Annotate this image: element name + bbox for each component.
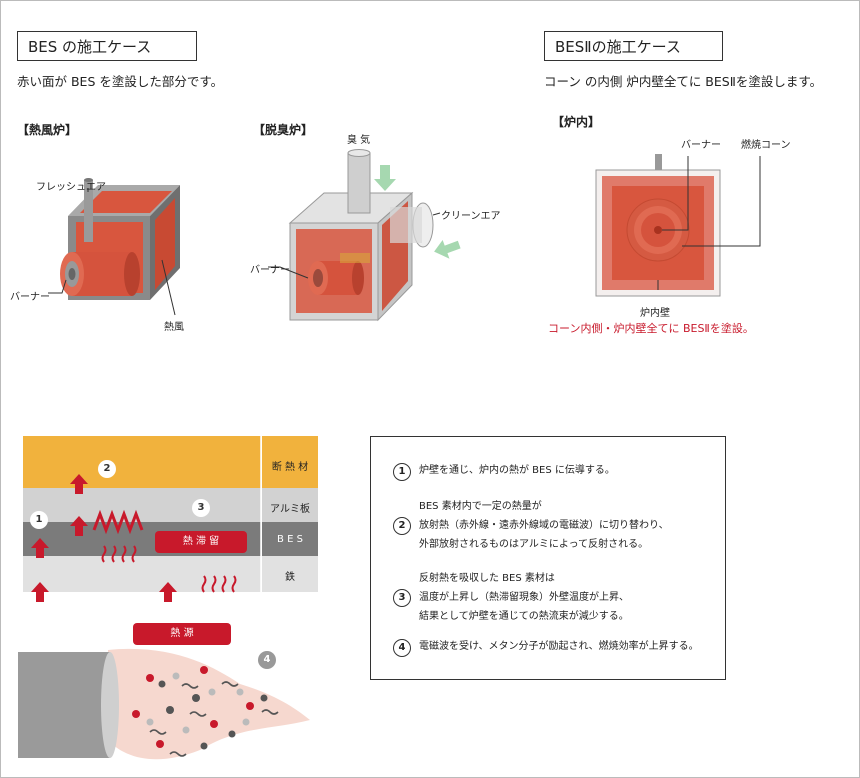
deodorizing-furnace-illustration — [268, 149, 461, 322]
marker-3: 3 — [192, 499, 210, 517]
burner-label: バーナー — [10, 292, 50, 303]
clean-air-label: クリーンエア — [441, 211, 501, 222]
explanation-box: 1 炉壁を通じ、炉内の熱が BES に伝導する。 2 BES 素材内で一定の熱量… — [370, 436, 726, 680]
note-2: BES 素材内で一定の熱量が 放射熱（赤外線・遠赤外線域の電磁波）に切り替わり、… — [419, 497, 669, 554]
note-1: 炉壁を通じ、炉内の熱が BES に伝導する。 — [419, 461, 615, 480]
note-4-number: 4 — [393, 639, 411, 657]
combustion-cone-label: 燃焼コーン — [741, 140, 791, 151]
hot-air-label: 熱風 — [164, 322, 184, 333]
interior-note: コーン内側・炉内壁全てに BESⅡを塗設。 — [548, 322, 754, 335]
note-4-line-1: 電磁波を受け、メタン分子が励起され、燃焼効率が上昇する。 — [419, 641, 699, 652]
note-3-number: 3 — [393, 589, 411, 607]
bes2-case-title: BESⅡの施工ケース — [544, 31, 723, 61]
odor-label: 臭 気 — [347, 135, 371, 146]
aluminum-label: アルミ板 — [270, 504, 310, 515]
deodorizing-furnace-heading: 【脱臭炉】 — [253, 123, 314, 137]
heat-source-pill: 熱 源 — [133, 623, 231, 645]
furnace-interior-heading: 【炉内】 — [552, 115, 601, 129]
note-2-line-1: BES 素材内で一定の熱量が — [419, 501, 542, 512]
note-3: 反射熱を吸収した BES 素材は 温度が上昇し（熱滞留現象）外壁温度が上昇、 結… — [419, 569, 629, 626]
note-4: 電磁波を受け、メタン分子が励起され、燃焼効率が上昇する。 — [419, 637, 699, 656]
bes2-case-subtitle: コーン の内側 炉内壁全てに BESⅡを塗設します。 — [544, 74, 823, 89]
note-2-number: 2 — [393, 517, 411, 535]
note-3-line-3: 結果として炉壁を通じての熱流束が減少する。 — [419, 611, 629, 622]
note-1-line-1: 炉壁を通じ、炉内の熱が BES に伝導する。 — [419, 465, 615, 476]
hot-air-furnace-illustration — [48, 178, 180, 316]
iron-label: 鉄 — [285, 572, 295, 583]
insulation-label: 断 熱 材 — [271, 462, 309, 473]
bes-case-subtitle: 赤い面が BES を塗設した部分です。 — [17, 74, 224, 89]
heat-retention-pill: 熱 滞 留 — [155, 531, 247, 553]
note-3-line-2: 温度が上昇し（熱滞留現象）外壁温度が上昇、 — [419, 592, 629, 603]
hot-air-furnace-heading: 【熱風炉】 — [17, 123, 78, 137]
layer-diagram — [18, 436, 318, 760]
note-2-line-3: 外部放射されるものはアルミによって反射される。 — [419, 539, 649, 550]
note-3-line-1: 反射熱を吸収した BES 素材は — [419, 573, 555, 584]
interior-burner-label: バーナー — [681, 140, 721, 151]
note-2-line-2: 放射熱（赤外線・遠赤外線域の電磁波）に切り替わり、 — [419, 520, 669, 531]
inner-wall-label: 炉内壁 — [640, 308, 670, 319]
marker-1: 1 — [30, 511, 48, 529]
marker-2: 2 — [98, 460, 116, 478]
bes-case-title: BES の施工ケース — [17, 31, 197, 61]
marker-4: 4 — [258, 651, 276, 669]
fresh-air-label: フレッシュエア — [36, 182, 106, 193]
note-1-number: 1 — [393, 463, 411, 481]
furnace-interior-illustration — [595, 154, 761, 297]
bes-layer-label: B E S — [277, 534, 303, 545]
deodorizing-burner-label: バーナー — [250, 265, 290, 276]
